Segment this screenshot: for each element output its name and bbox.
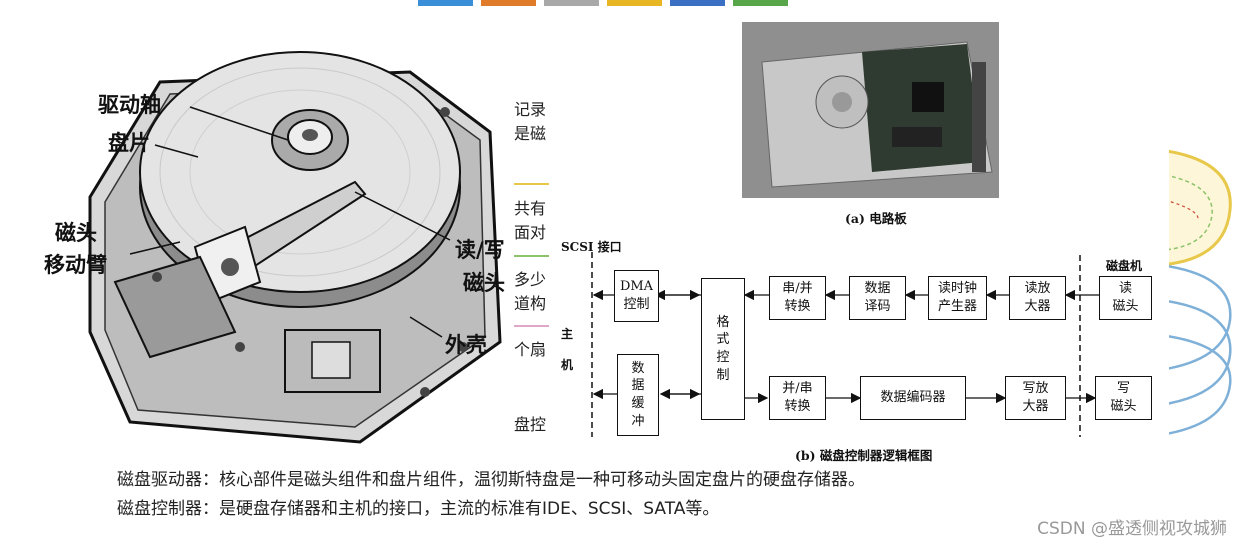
csdn-watermark: CSDN @盛透侧视攻城狮 — [1037, 514, 1227, 539]
decorative-arcs — [1160, 140, 1235, 440]
tab-6[interactable] — [733, 0, 788, 6]
parallel-serial-box: 并/串 转换 — [769, 376, 826, 420]
bg-text-5: 多少 — [514, 266, 546, 290]
data-decode-box: 数据 译码 — [849, 276, 906, 320]
data-buffer-box: 数 据 缓 冲 — [617, 354, 659, 436]
tab-1[interactable] — [418, 0, 473, 6]
label-head-arm-2: 移动臂 — [44, 253, 107, 277]
label-head-arm-1: 磁头 — [55, 221, 97, 245]
write-head-box: 写 磁头 — [1095, 376, 1152, 420]
bg-text-3: 共有 — [514, 195, 546, 219]
label-rw-head-2: 磁头 — [463, 271, 505, 295]
bg-text-6: 道构 — [514, 290, 546, 314]
footer-line-drive: 磁盘驱动器：核心部件是磁头组件和盘片组件，温彻斯特盘是一种可移动头固定盘片的硬盘… — [117, 465, 865, 490]
divider-pink — [514, 325, 550, 327]
top-tab-strip — [418, 0, 788, 6]
tab-2[interactable] — [481, 0, 536, 6]
tab-3[interactable] — [544, 0, 599, 6]
dma-control-box: DMA 控制 — [614, 270, 659, 322]
tab-4[interactable] — [607, 0, 662, 6]
read-head-box: 读 磁头 — [1099, 276, 1152, 320]
divider-yellow — [514, 183, 550, 185]
bg-text-7: 个扇 — [514, 336, 546, 360]
diagram-caption: (b) 磁盘控制器逻辑框图 — [795, 445, 932, 464]
footer-line-controller: 磁盘控制器：是硬盘存储器和主机的接口，主流的标准有IDE、SCSI、SATA等。 — [117, 494, 719, 519]
bg-text-8: 盘控 — [514, 411, 546, 435]
bg-text-1: 记录 — [514, 96, 546, 120]
controller-panel: (a) 电路板 SCSI 接口 主 机 磁盘机 DMA 控制 数 据 缓 冲 格… — [549, 12, 1169, 464]
label-rw-head-1: 读/写 — [455, 238, 505, 262]
read-clock-box: 读时钟 产生器 — [928, 276, 987, 320]
data-encoder-box: 数据编码器 — [860, 376, 966, 420]
bg-text-4: 面对 — [514, 219, 546, 243]
label-spindle: 驱动轴 — [98, 93, 161, 117]
label-case: 外壳 — [445, 333, 487, 357]
read-amplifier-box: 读放 大器 — [1009, 276, 1066, 320]
bg-text-2: 是磁 — [514, 120, 546, 144]
label-platter: 盘片 — [108, 131, 150, 155]
serial-parallel-box: 串/并 转换 — [769, 276, 826, 320]
tab-5[interactable] — [670, 0, 725, 6]
divider-green — [514, 255, 550, 257]
hard-disk-illustration: 驱动轴 盘片 磁头 移动臂 读/写 磁头 外壳 — [30, 12, 520, 447]
write-amplifier-box: 写放 大器 — [1005, 376, 1066, 420]
format-control-box: 格 式 控 制 — [701, 278, 745, 420]
